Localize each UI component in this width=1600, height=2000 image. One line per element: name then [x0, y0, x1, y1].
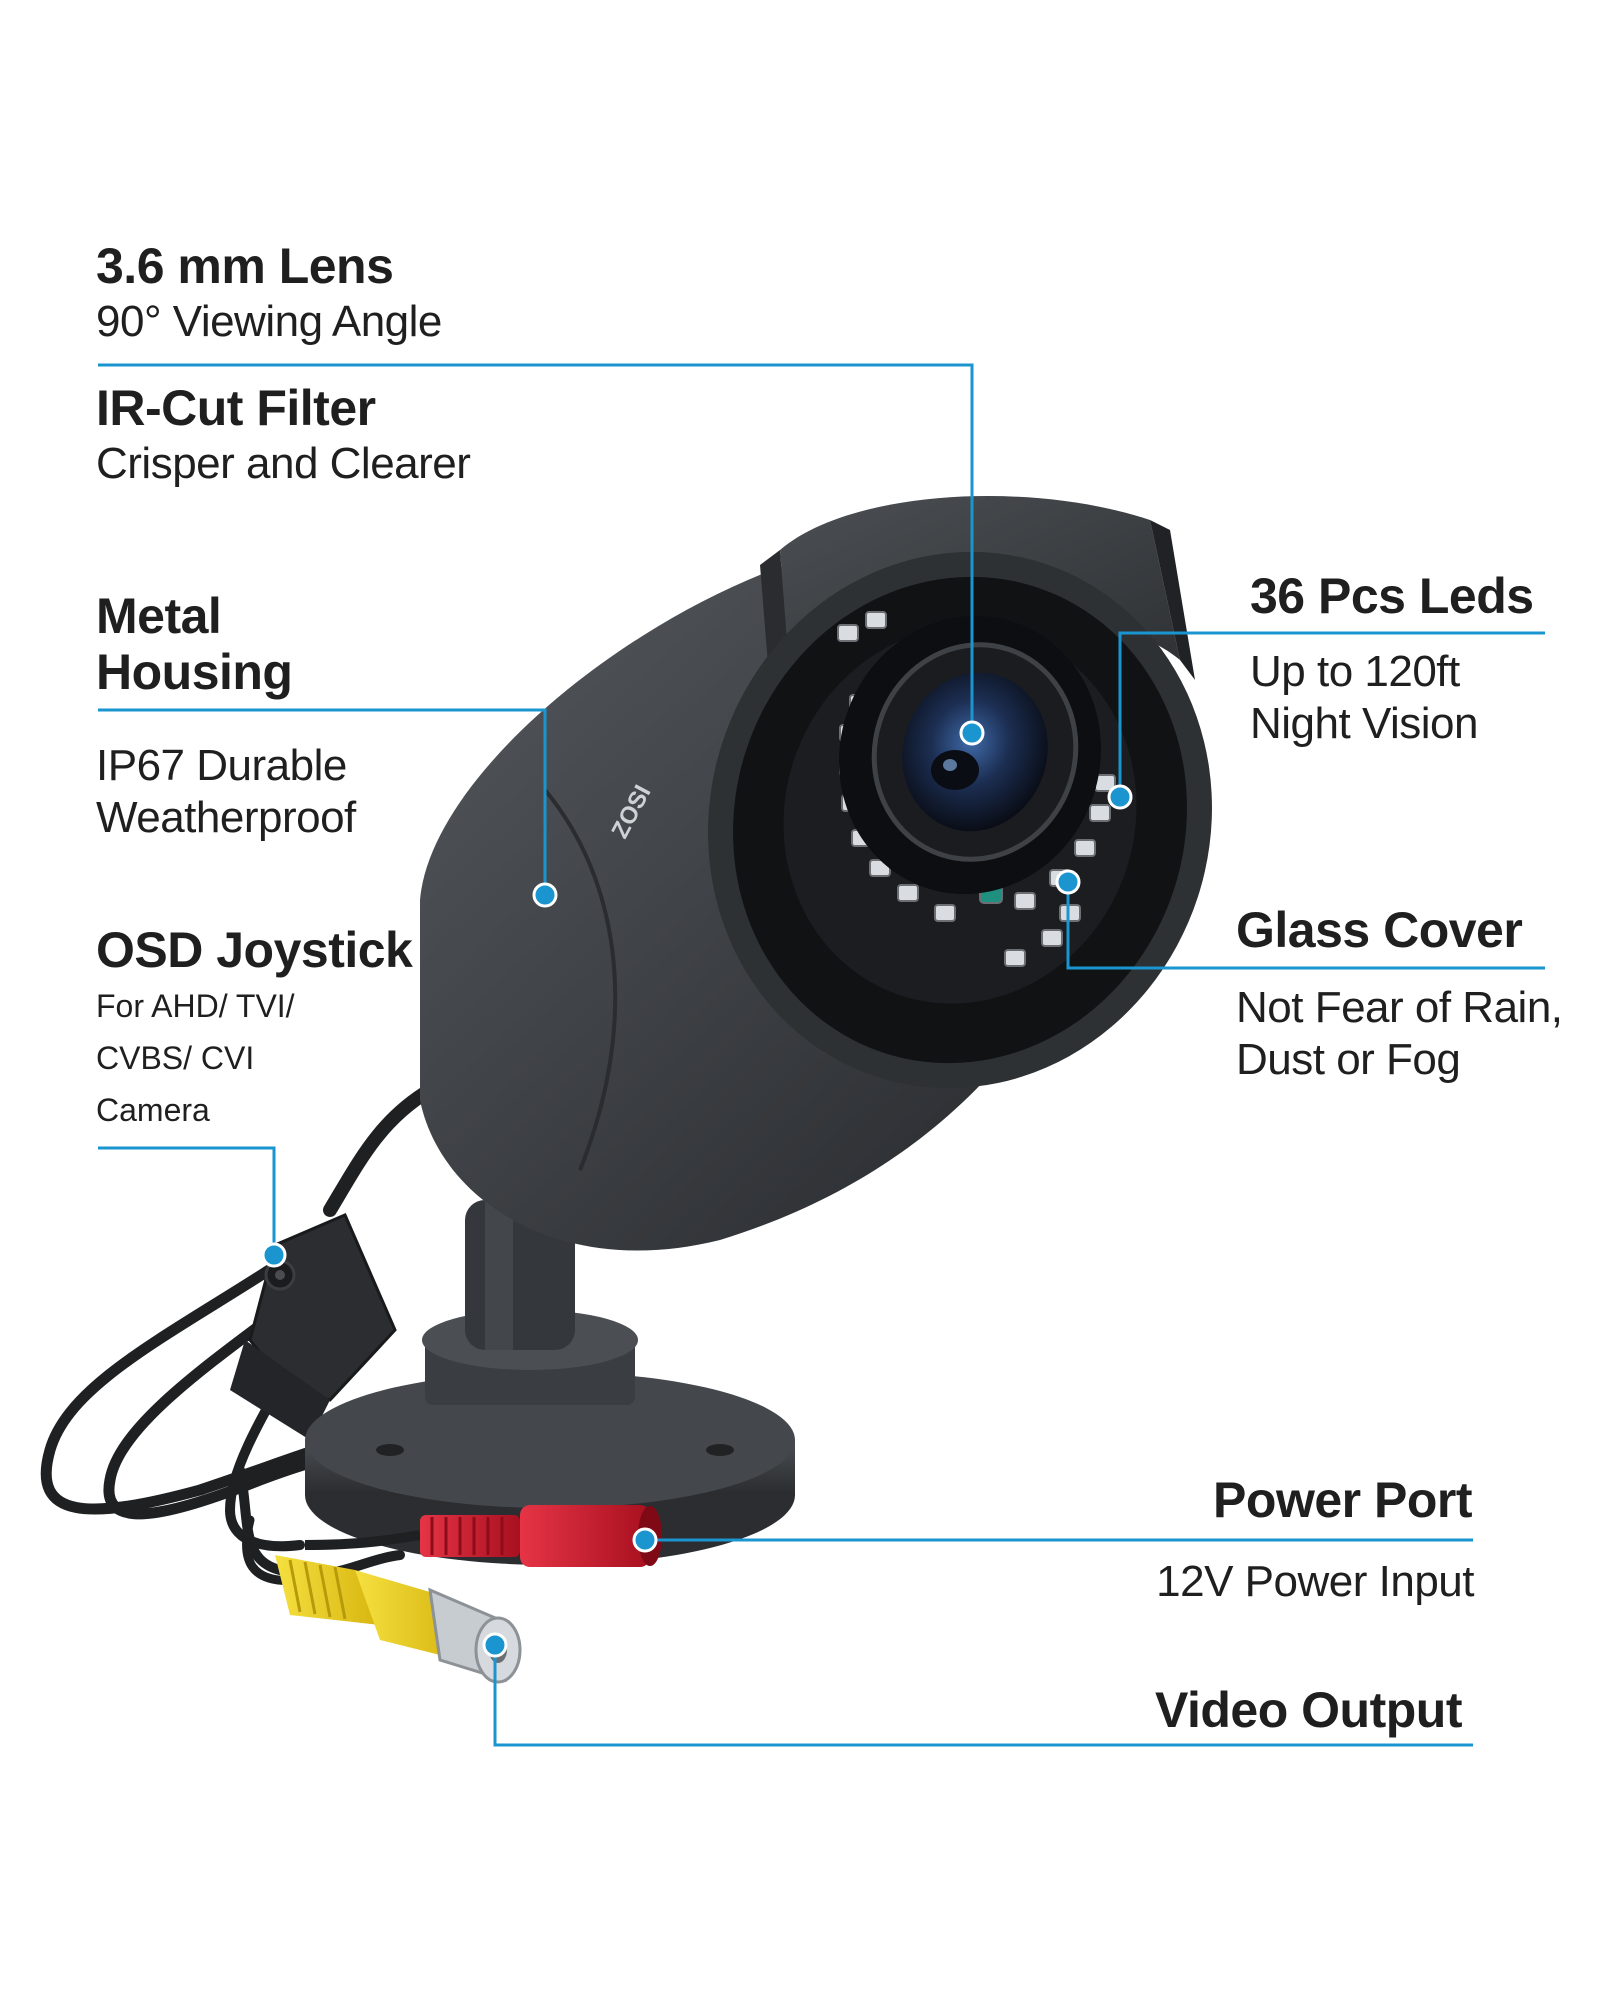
- camera-lens: [839, 615, 1101, 895]
- callout-housing-desc-2: Weatherproof: [96, 793, 356, 842]
- callout-dots: [261, 720, 1133, 1658]
- callout-joystick: OSD Joystick For AHD/ TVI/ CVBS/ CVI Cam…: [96, 920, 413, 1136]
- video-connector: [275, 1555, 522, 1684]
- callout-ir-filter: IR-Cut Filter Crisper and Clearer: [96, 378, 471, 490]
- callout-line-leds: [1118, 631, 1545, 797]
- callout-housing-title-2: Housing: [96, 644, 293, 700]
- callout-video-title: Video Output: [1155, 1682, 1462, 1738]
- callout-joystick-title: OSD Joystick: [96, 922, 413, 978]
- callout-ir-desc: Crisper and Clearer: [96, 439, 471, 488]
- callout-lines: [98, 363, 1545, 1747]
- callout-dot-housing: [532, 882, 558, 908]
- callout-lens-desc: 90° Viewing Angle: [96, 297, 442, 346]
- callout-housing: Metal Housing: [96, 588, 293, 700]
- callout-glass: Glass Cover: [1236, 900, 1523, 960]
- callout-glass-desc-1: Not Fear of Rain,: [1236, 983, 1563, 1032]
- callout-joystick-desc-1: For AHD/ TVI/: [96, 988, 295, 1024]
- callout-line-video: [493, 1645, 1473, 1747]
- osd-joystick-box: [230, 1213, 397, 1440]
- callout-dot-lens: [959, 720, 985, 746]
- callout-leds-desc: Up to 120ft Night Vision: [1250, 646, 1479, 750]
- callout-video: Video Output: [1155, 1680, 1462, 1740]
- callout-glass-title: Glass Cover: [1236, 902, 1523, 958]
- callout-line-housing: [98, 708, 547, 895]
- callout-leds: 36 Pcs Leds: [1250, 566, 1534, 626]
- callout-line-glass: [1066, 882, 1545, 970]
- callout-power-title: Power Port: [1213, 1472, 1472, 1528]
- callout-glass-desc-2: Dust or Fog: [1236, 1035, 1461, 1084]
- callout-dot-joystick: [261, 1242, 287, 1268]
- callout-power-desc: 12V Power Input: [1156, 1556, 1474, 1608]
- callout-ir-title: IR-Cut Filter: [96, 380, 376, 436]
- callout-housing-desc-1: IP67 Durable: [96, 741, 347, 790]
- callout-line-joystick: [98, 1146, 276, 1255]
- callout-joystick-desc-2: CVBS/ CVI: [96, 1040, 255, 1076]
- callout-dot-glass: [1055, 869, 1081, 895]
- callout-dot-leds: [1107, 784, 1133, 810]
- callout-leds-desc-2: Night Vision: [1250, 699, 1479, 748]
- callout-glass-desc: Not Fear of Rain, Dust or Fog: [1236, 982, 1563, 1086]
- callout-leds-title: 36 Pcs Leds: [1250, 568, 1534, 624]
- callout-housing-title-1: Metal: [96, 588, 222, 644]
- callout-leds-desc-1: Up to 120ft: [1250, 647, 1460, 696]
- callout-dot-video: [482, 1632, 508, 1658]
- callout-line-lens: [98, 363, 974, 735]
- callout-housing-desc: IP67 Durable Weatherproof: [96, 740, 356, 844]
- callout-power-desc-text: 12V Power Input: [1156, 1557, 1474, 1606]
- callout-dot-power: [632, 1527, 658, 1553]
- callout-lens: 3.6 mm Lens 90° Viewing Angle: [96, 236, 442, 348]
- callout-joystick-desc-3: Camera: [96, 1092, 210, 1128]
- mount-base: [305, 1200, 795, 1565]
- callout-lens-title: 3.6 mm Lens: [96, 238, 394, 294]
- callout-power: Power Port: [1213, 1470, 1472, 1530]
